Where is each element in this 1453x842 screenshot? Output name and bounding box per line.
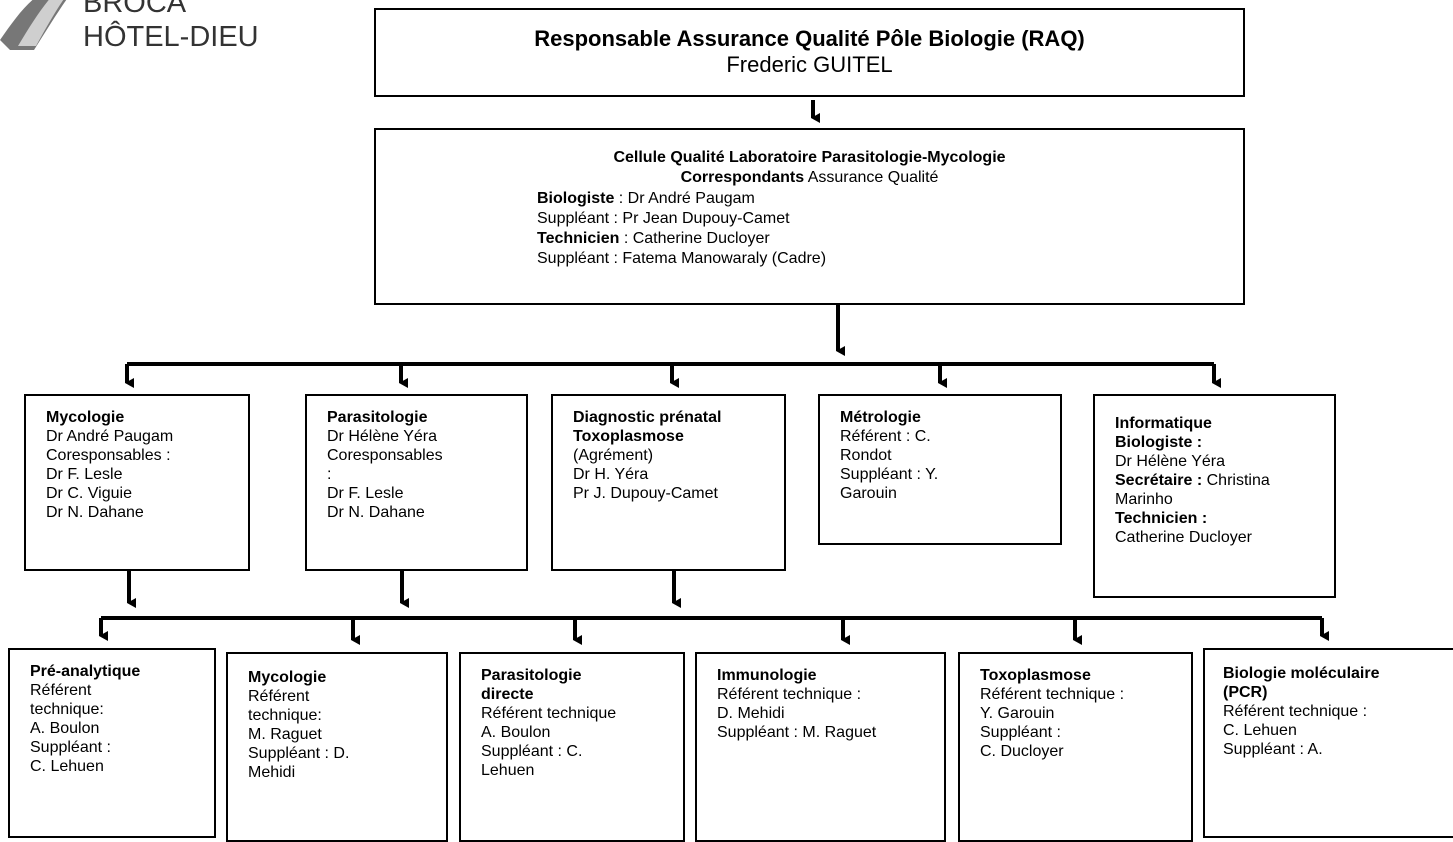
biologie-moleculaire-body: Référent technique : C. Lehuen Suppléant…	[1223, 703, 1368, 758]
parasitologie-title: Parasitologie	[327, 409, 428, 426]
parasitologie-body: Dr Hélène Yéra Coresponsables : Dr F. Le…	[327, 428, 443, 521]
box-diagnostic-prenatal: Diagnostic prénatal Toxoplasmose (Agréme…	[551, 394, 786, 571]
informatique-biologiste-label: Biologiste :	[1115, 434, 1203, 451]
box-biologie-moleculaire: Biologie moléculaire (PCR) Référent tech…	[1203, 648, 1453, 838]
raq-name: Frederic GUITEL	[726, 52, 893, 77]
box-parasitologie-directe: Parasitologie directe Référent technique…	[459, 652, 685, 842]
cellule-qualite-box: Cellule Qualité Laboratoire Parasitologi…	[374, 128, 1245, 305]
immunologie-title: Immunologie	[717, 667, 817, 684]
logo-mark-icon	[0, 0, 67, 50]
cellule-correspondants: Correspondants Assurance Qualité	[680, 169, 939, 186]
box-mycologie: Mycologie Dr André Paugam Coresponsables…	[24, 394, 250, 571]
mycologie-title: Mycologie	[46, 409, 125, 426]
informatique-title: Informatique	[1115, 415, 1212, 432]
box-immunologie: Immunologie Référent technique : D. Mehi…	[695, 652, 946, 842]
cellule-biologiste: Biologiste : Dr André Paugam	[537, 190, 755, 207]
immunologie-body: Référent technique : D. Mehidi Suppléant…	[717, 686, 877, 741]
raq-title: Responsable Assurance Qualité Pôle Biolo…	[534, 26, 1085, 51]
logo-line2: HÔTEL-DIEU	[83, 21, 259, 53]
diagnostic-body: (Agrément) Dr H. Yéra Pr J. Dupouy-Camet	[573, 447, 718, 502]
raq-box: Responsable Assurance Qualité Pôle Biolo…	[374, 8, 1245, 97]
box-mycologie-technique: Mycologie Référent technique: M. Raguet …	[226, 652, 448, 842]
box-toxoplasmose: Toxoplasmose Référent technique : Y. Gar…	[958, 652, 1193, 842]
preanalytique-body: Référent technique: A. Boulon Suppléant …	[30, 682, 111, 775]
parasitologie-directe-body: Référent technique A. Boulon Suppléant :…	[481, 705, 617, 779]
cellule-technicien: Technicien : Catherine Ducloyer	[537, 230, 770, 247]
broca-hotel-dieu-logo: BROCA HÔTEL-DIEU	[0, 0, 270, 54]
mycologie-l3-body: Référent technique: M. Raguet Suppléant …	[248, 688, 350, 781]
informatique-biologiste-value: Dr Hélène Yéra	[1115, 453, 1225, 470]
metrologie-title: Métrologie	[840, 409, 921, 426]
diagnostic-title: Diagnostic prénatal Toxoplasmose	[573, 409, 722, 445]
logo-line1: BROCA	[83, 0, 187, 19]
logo-text: BROCA HÔTEL-DIEU	[83, 0, 259, 54]
informatique-secretaire: Secrétaire : Christina Marinho	[1115, 472, 1270, 508]
cellule-details: Biologiste : Dr André Paugam Suppléant :…	[537, 189, 826, 269]
box-preanalytique: Pré-analytique Référent technique: A. Bo…	[8, 648, 216, 838]
mycologie-l3-title: Mycologie	[248, 669, 327, 686]
informatique-technicien-value: Catherine Ducloyer	[1115, 529, 1252, 546]
box-parasitologie: Parasitologie Dr Hélène Yéra Coresponsab…	[305, 394, 528, 571]
toxoplasmose-body: Référent technique : Y. Garouin Suppléan…	[980, 686, 1125, 760]
biologie-moleculaire-title: Biologie moléculaire (PCR)	[1223, 665, 1380, 701]
mycologie-body: Dr André Paugam Coresponsables : Dr F. L…	[46, 428, 174, 521]
parasitologie-directe-title: Parasitologie directe	[481, 667, 582, 703]
preanalytique-title: Pré-analytique	[30, 663, 141, 680]
cellule-title: Cellule Qualité Laboratoire Parasitologi…	[613, 149, 1006, 166]
metrologie-body: Référent : C. Rondot Suppléant : Y. Garo…	[840, 428, 939, 502]
cellule-suppleant1: Suppléant : Pr Jean Dupouy-Camet	[537, 210, 790, 227]
box-informatique: Informatique Biologiste : Dr Hélène Yéra…	[1093, 394, 1336, 598]
informatique-technicien-label: Technicien :	[1115, 510, 1208, 527]
cellule-suppleant2: Suppléant : Fatema Manowaraly (Cadre)	[537, 250, 827, 267]
toxoplasmose-title: Toxoplasmose	[980, 667, 1091, 684]
box-metrologie: Métrologie Référent : C. Rondot Suppléan…	[818, 394, 1062, 545]
